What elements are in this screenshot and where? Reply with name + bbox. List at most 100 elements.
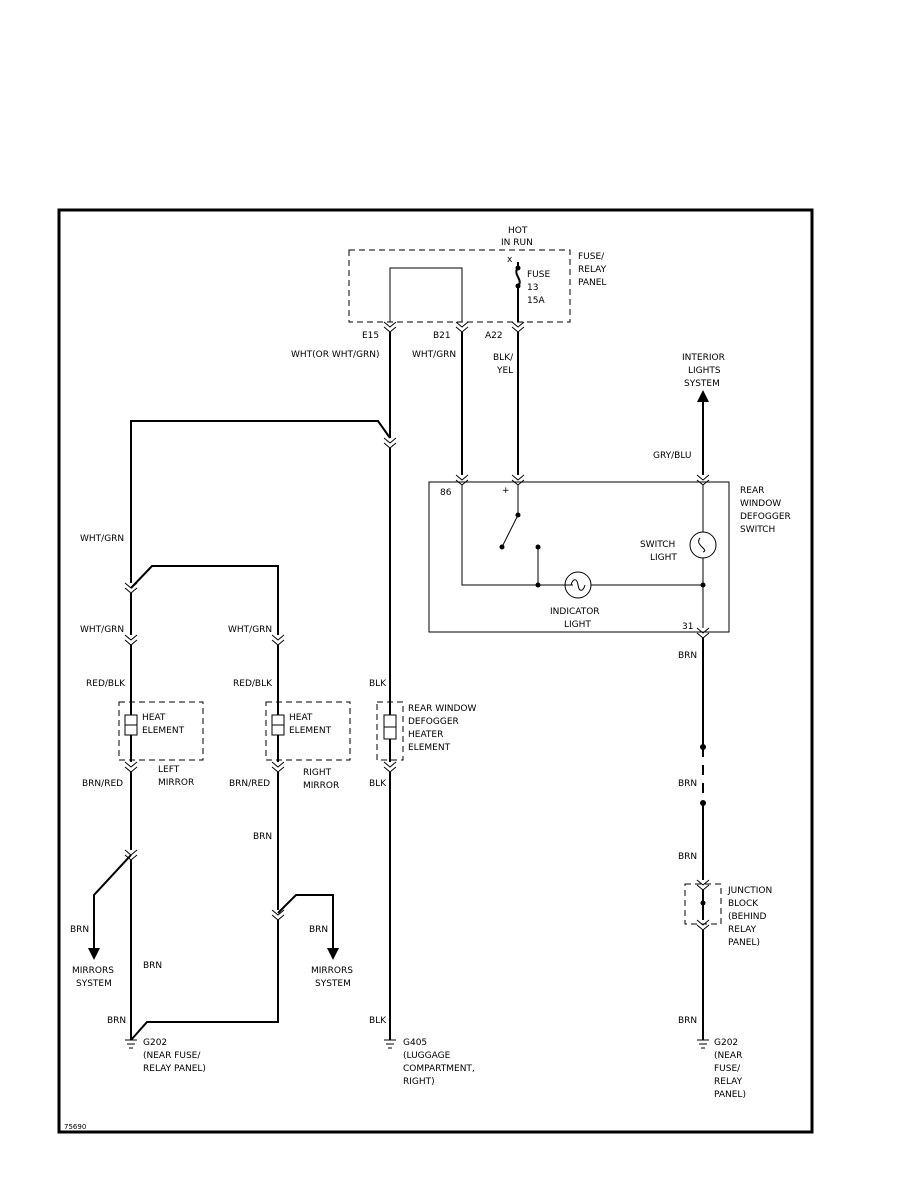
pin-e15-label: E15 (362, 331, 379, 341)
wire-brn-right-label-2: BRN (678, 779, 697, 789)
fuse-panel-label: FUSE/ (578, 252, 605, 262)
switch-title-label: REAR (740, 486, 764, 496)
wire-brn-left-arrow-label: BRN (70, 925, 89, 935)
wire-split-to-right-mirror (130, 565, 279, 635)
switch-blade (501, 514, 519, 548)
connector-a22 (511, 321, 525, 333)
switch-light-label-2: LIGHT (650, 553, 677, 563)
junction-label: JUNCTION (727, 886, 772, 896)
switch-title-label-3: DEFOGGER (740, 512, 791, 522)
wire-blk-bot-label: BLK (369, 1016, 387, 1026)
connector-heater-top (383, 437, 397, 449)
junction-label-5: PANEL) (728, 938, 760, 948)
pin-31-label: 31 (682, 622, 693, 632)
mirrors-system-right-label-2: SYSTEM (315, 979, 351, 989)
wire-wht-grn-left2-label: WHT/GRN (80, 625, 124, 635)
right-mirror-heater-box (265, 701, 351, 761)
right-heat-element-icon (271, 700, 285, 762)
ground-g202-right-icon (697, 1039, 709, 1049)
heat-element-left-label-2: ELEMENT (142, 726, 185, 736)
mirrors-system-right-label: MIRRORS (311, 966, 353, 976)
wire-wht-or-label: WHT(OR WHT/GRN) (291, 350, 380, 360)
connector-gry-blu (696, 474, 710, 486)
junction-label-3: (BEHIND (728, 912, 767, 922)
wire-right-to-mirrors-system (277, 894, 334, 950)
pin-plus-label: + (502, 486, 510, 496)
pin-86-label: 86 (440, 488, 452, 498)
wire-wht-grn-mid-label: WHT/GRN (228, 625, 272, 635)
wire-brn-right-label-3: BRN (678, 852, 697, 862)
junction-label-4: RELAY (728, 925, 757, 935)
connector-junction-top (696, 879, 710, 891)
g405-label-2: (LUGGAGE (403, 1051, 451, 1061)
fuse-panel-label-2: RELAY (578, 265, 607, 275)
wire-gry-blu-label: GRY/BLU (653, 451, 692, 461)
switch-contact-bottom (499, 544, 505, 550)
fuse-panel-label-3: PANEL (578, 278, 606, 288)
left-mirror-label: LEFT (158, 765, 180, 775)
wire-blk-b-label: BLK (369, 779, 387, 789)
ground-g405-icon (384, 1039, 396, 1049)
hot-x-mark: x (507, 255, 513, 265)
indicator-label-2: LIGHT (564, 620, 591, 630)
pin-b21-label: B21 (433, 331, 451, 341)
heat-element-right-label-2: ELEMENT (289, 726, 332, 736)
connector-left-mirror-bottom (124, 761, 138, 773)
rear-heater-label: REAR WINDOW (408, 704, 477, 714)
wire-blk-a-label: BLK (369, 679, 387, 689)
indicator-label: INDICATOR (550, 607, 600, 617)
wire-wht-grn-top-label: WHT/GRN (412, 350, 456, 360)
mirrors-system-left-label: MIRRORS (72, 966, 114, 976)
indicator-filament (570, 579, 586, 591)
switch-ground-junction (700, 582, 706, 588)
wire-brn-left-run-label: BRN (143, 961, 162, 971)
g202-right-label-4: RELAY (714, 1077, 743, 1087)
wire-left-to-mirrors-system (93, 854, 132, 950)
rear-heat-element-icon (383, 700, 397, 762)
switch-light-label: SWITCH (640, 540, 675, 550)
wire-red-blk-left-label: RED/BLK (86, 679, 126, 689)
connector-31 (696, 627, 710, 639)
hot-in-run-label: HOT (508, 226, 528, 236)
g405-label-3: COMPARTMENT, (403, 1064, 475, 1074)
heat-element-left-label: HEAT (142, 713, 166, 723)
g202-right-label: G202 (714, 1038, 738, 1048)
connector-plus (511, 474, 525, 486)
wire-brn-red-left-label: BRN/RED (82, 779, 123, 789)
pin-a22-label: A22 (485, 331, 503, 341)
g202-right-label-3: FUSE/ (714, 1064, 741, 1074)
left-mirror-label-2: MIRROR (158, 778, 194, 788)
connector-right-mirror-bottom (271, 761, 285, 773)
mirrors-system-right-arrow-icon (327, 948, 339, 960)
g202-left-label: G202 (143, 1038, 167, 1048)
rear-heater-label-2: DEFOGGER (408, 717, 459, 727)
fuse-element (515, 267, 521, 287)
switch-light-filament (698, 537, 706, 553)
wire-right-to-ground (130, 920, 279, 1041)
left-mirror-heater-box (118, 701, 204, 761)
wire-brn-left-bot-label: BRN (107, 1016, 126, 1026)
wire-brn-right-bot-label: BRN (678, 1016, 697, 1026)
g202-right-label-2: (NEAR (714, 1051, 742, 1061)
defogger-switch-box (428, 481, 730, 633)
switch-link-dot (535, 544, 541, 550)
interior-lights-label-3: SYSTEM (684, 379, 720, 389)
left-heat-element-icon (124, 700, 138, 762)
fuse-rating: 15A (527, 296, 545, 306)
switch-light-lamp-icon (689, 531, 717, 559)
connector-b21 (455, 321, 469, 333)
diagram-frame (57, 208, 814, 1134)
interior-lights-arrow-icon (697, 390, 709, 402)
g202-left-label-2: (NEAR FUSE/ (143, 1051, 201, 1061)
wire-brn-mid-arrow-label: BRN (309, 925, 328, 935)
rear-heater-label-3: HEATER (408, 730, 443, 740)
connector-e15 (383, 321, 397, 333)
connector-junction-bottom (696, 919, 710, 931)
fuse-relay-panel-box (348, 249, 571, 323)
wire-brn-mid-label: BRN (253, 832, 272, 842)
g202-left-label-3: RELAY PANEL) (143, 1064, 206, 1074)
connector-right-mirror-top (271, 634, 285, 646)
g405-label-4: RIGHT) (403, 1077, 435, 1087)
wire-red-blk-mid-label: RED/BLK (233, 679, 273, 689)
